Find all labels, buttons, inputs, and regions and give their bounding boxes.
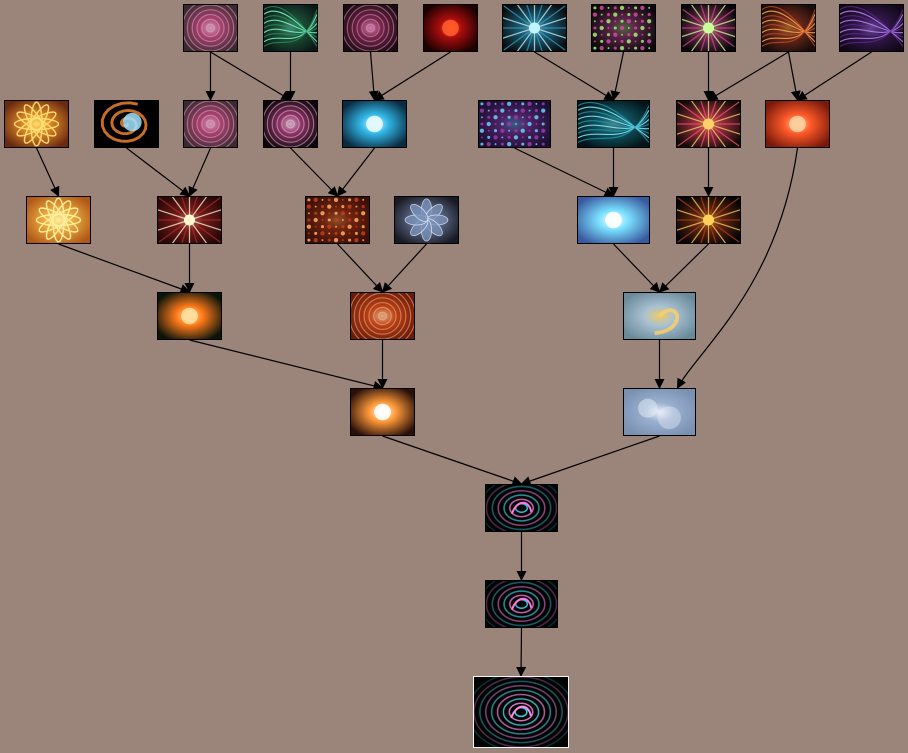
image-node[interactable]: [183, 4, 238, 52]
edge-arrow: [613, 243, 661, 293]
edge-arrow: [210, 51, 292, 101]
image-node[interactable]: [761, 4, 816, 52]
edge-arrow: [35, 147, 60, 197]
fractal-thumbnail: [344, 5, 397, 51]
edge-arrow: [189, 339, 384, 391]
fractal-thumbnail: [479, 101, 550, 147]
image-node[interactable]: [26, 196, 91, 244]
image-node[interactable]: [577, 100, 650, 148]
edge-arrow: [516, 627, 527, 677]
fractal-thumbnail: [766, 101, 829, 147]
edge-arrow: [514, 147, 615, 197]
image-node[interactable]: [591, 4, 656, 52]
fractal-thumbnail: [424, 5, 477, 51]
fractal-thumbnail: [486, 581, 557, 627]
image-node[interactable]: [157, 196, 222, 244]
fractal-thumbnail: [624, 389, 695, 435]
image-node[interactable]: [94, 100, 159, 148]
fractal-thumbnail: [351, 389, 414, 435]
image-node[interactable]: [423, 4, 478, 52]
edge-arrow: [337, 243, 384, 293]
fractal-thumbnail: [395, 197, 458, 243]
image-node[interactable]: [485, 580, 558, 628]
image-node[interactable]: [765, 100, 830, 148]
edge-arrow: [658, 243, 709, 293]
fractal-thumbnail: [762, 5, 815, 51]
image-node[interactable]: [478, 100, 551, 148]
image-node[interactable]: [485, 484, 558, 532]
fractal-thumbnail: [184, 101, 237, 147]
fractal-thumbnail: [578, 197, 649, 243]
image-node[interactable]: [157, 292, 222, 340]
fractal-thumbnail: [677, 197, 740, 243]
fractal-thumbnail: [95, 101, 158, 147]
fractal-thumbnail: [503, 5, 566, 51]
fractal-thumbnail: [306, 197, 369, 243]
fractal-thumbnail: [677, 101, 740, 147]
edge-arrow: [796, 51, 872, 101]
image-node[interactable]: [676, 196, 741, 244]
fractal-thumbnail: [27, 197, 90, 243]
image-node[interactable]: [342, 100, 407, 148]
image-node[interactable]: [839, 4, 904, 52]
fractal-thumbnail: [624, 293, 695, 339]
fractal-thumbnail: [264, 5, 317, 51]
fractal-thumbnail: [343, 101, 406, 147]
image-node[interactable]: [263, 4, 318, 52]
fractal-thumbnail: [682, 5, 735, 51]
fractal-thumbnail: [184, 5, 237, 51]
image-node[interactable]: [394, 196, 459, 244]
image-node[interactable]: [305, 196, 370, 244]
edge-arrow: [126, 147, 191, 197]
edge-arrow: [188, 147, 212, 197]
edge-arrow: [382, 435, 523, 486]
image-node[interactable]: [623, 292, 696, 340]
image-node[interactable]: [623, 388, 696, 436]
fractal-thumbnail: [474, 677, 568, 747]
edge-arrow: [707, 51, 789, 101]
fractal-thumbnail: [158, 293, 221, 339]
image-node[interactable]: [4, 100, 69, 148]
image-node[interactable]: [676, 100, 741, 148]
fractal-thumbnail: [158, 197, 221, 243]
edge-arrow: [381, 243, 427, 293]
image-node[interactable]: [263, 100, 318, 148]
fractal-thumbnail: [486, 485, 557, 531]
edge-arrow: [373, 51, 451, 101]
image-node[interactable]: [577, 196, 650, 244]
fractal-thumbnail: [578, 101, 649, 147]
edge-arrow: [520, 435, 660, 486]
image-node[interactable]: [183, 100, 238, 148]
edge-arrow: [368, 51, 379, 101]
edge-arrow: [534, 51, 615, 101]
image-node[interactable]: [502, 4, 567, 52]
edge-arrow: [787, 51, 801, 101]
fractal-thumbnail: [351, 293, 414, 339]
edge-arrow: [336, 147, 375, 197]
fractal-thumbnail: [840, 5, 903, 51]
edge-arrow: [676, 147, 799, 389]
edge-arrow: [610, 51, 625, 101]
image-node[interactable]: [343, 4, 398, 52]
edge-arrow: [290, 147, 339, 197]
edge-arrow: [58, 243, 191, 294]
image-node[interactable]: [350, 292, 415, 340]
fractal-thumbnail: [592, 5, 655, 51]
fractal-thumbnail: [5, 101, 68, 147]
image-node[interactable]: [681, 4, 736, 52]
image-node[interactable]: [473, 676, 569, 748]
fractal-thumbnail: [264, 101, 317, 147]
image-node[interactable]: [350, 388, 415, 436]
